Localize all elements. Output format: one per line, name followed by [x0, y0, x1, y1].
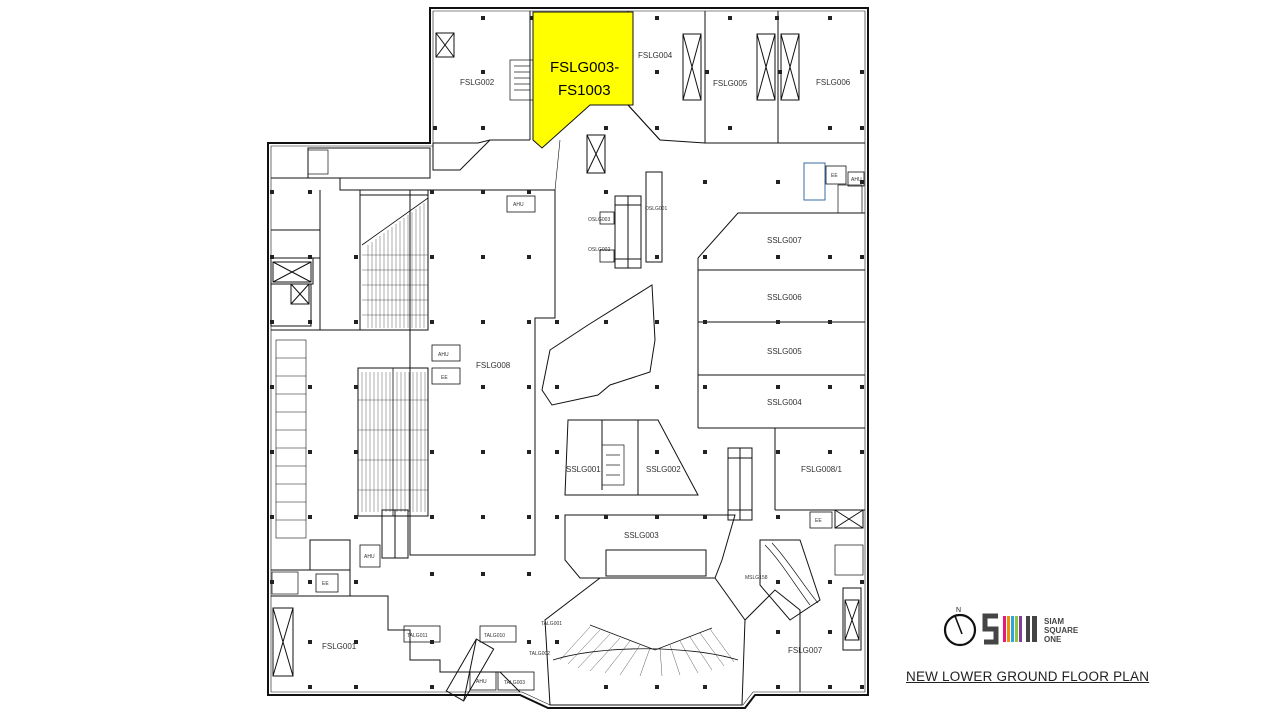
unit-label: TALG010	[484, 633, 505, 639]
unit-label: FSLG008/1	[801, 465, 842, 474]
blue-marker	[803, 162, 826, 201]
highlighted-unit-label-line1: FSLG003-	[550, 59, 619, 76]
brand-line3: ONE	[1044, 635, 1062, 644]
unit-label: OSLG002	[588, 247, 610, 253]
unit-label: SSLG003	[624, 531, 659, 540]
unit-label: FSLG002	[460, 78, 495, 87]
building-outline	[267, 7, 869, 709]
escalator-south	[381, 509, 409, 559]
sslg003-block	[564, 514, 736, 579]
unit-label: AHU	[513, 202, 524, 208]
unit-label: AHU	[438, 352, 449, 358]
escalator-east	[727, 447, 753, 521]
plan-title: NEW LOWER GROUND FLOOR PLAN	[906, 669, 1150, 684]
unit-label: SSLG001	[566, 465, 601, 474]
unit-label: SSLG005	[767, 347, 802, 356]
corridor-north	[339, 178, 556, 556]
amphitheater	[544, 549, 746, 706]
island-sslg001-002	[564, 419, 699, 496]
unit-label: EE	[831, 173, 838, 179]
brand-line2: SQUARE	[1044, 626, 1079, 635]
column-grid	[270, 16, 864, 689]
ramp-south	[357, 367, 429, 517]
service-boxes	[315, 165, 865, 691]
unit-label: FSLG007	[788, 646, 823, 655]
escalator-north	[614, 171, 663, 269]
lift-shafts	[272, 32, 864, 702]
unit-label: EE	[322, 581, 329, 587]
north-letter: N	[956, 607, 961, 614]
right-shop-block	[697, 212, 865, 511]
unit-label: TALG001	[541, 621, 562, 627]
fslg008-area	[410, 189, 556, 556]
unit-label: SSLG007	[767, 236, 802, 245]
unit-label: SSLG002	[646, 465, 681, 474]
brand-mark	[982, 613, 1037, 645]
unit-label: AHU	[851, 177, 862, 183]
unit-label: TALG011	[407, 633, 428, 639]
highlighted-unit[interactable]	[532, 11, 634, 149]
unit-label: SSLG006	[767, 293, 802, 302]
unit-label: TALG002	[529, 651, 550, 657]
unit-label: SSLG004	[767, 398, 802, 407]
unit-label: OSLG001	[645, 206, 667, 212]
unit-label: EE	[441, 375, 448, 381]
compass-icon	[943, 613, 977, 647]
unit-label: AHU	[476, 679, 487, 685]
unit-label: FSLG008	[476, 361, 511, 370]
stair-cores	[271, 59, 864, 606]
unit-label: FSLG006	[816, 78, 851, 87]
ramp-north	[359, 194, 429, 331]
unit-label: MSLG158	[745, 575, 768, 581]
unit-label: EE	[815, 518, 822, 524]
unit-label: TALG003	[504, 680, 525, 686]
top-shop-row	[432, 11, 865, 171]
unit-label: FSLG001	[322, 642, 357, 651]
atrium-void	[541, 284, 656, 406]
siam-square-one-logo: N SIAM SQUARE ONE	[943, 607, 1079, 647]
brand-line1: SIAM	[1044, 617, 1064, 626]
unit-labels: FSLG002 FSLG004 FSLG005 FSLG006 FSLG008 …	[322, 51, 862, 686]
highlighted-unit-label-line2: FS1003	[558, 82, 611, 99]
unit-label: FSLG004	[638, 51, 673, 60]
unit-label: FSLG005	[713, 79, 748, 88]
unit-label: OSLG003	[588, 217, 610, 223]
unit-label: AHU	[364, 554, 375, 560]
parking-bays	[275, 339, 307, 539]
left-service-block	[270, 147, 431, 331]
